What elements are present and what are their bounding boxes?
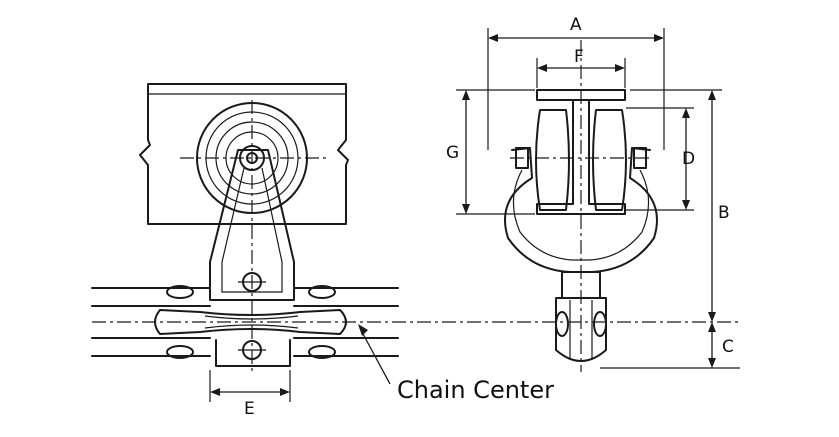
dimension-c [600,322,740,369]
chain-center-caption: Chain Center [397,376,554,404]
chain-center-leader [361,331,391,385]
front-view: A F G D [446,15,740,372]
front-wheels [535,109,627,211]
side-view: E [91,83,740,419]
front-link [555,271,607,362]
label-b: B [718,203,730,223]
dimension-f [536,58,626,88]
chain-links [91,285,399,367]
label-e: E [244,399,255,419]
label-f: F [574,47,584,67]
dimension-b [630,89,722,322]
bracket-arm [209,149,295,301]
beam-outline [139,83,349,225]
label-c: C [722,337,734,357]
dimension-a [487,28,665,150]
dimension-g [456,89,535,215]
label-a: A [570,15,582,35]
dimension-d [626,107,694,211]
dimension-e [209,370,291,402]
label-d: D [682,149,695,169]
label-g: G [446,143,459,163]
